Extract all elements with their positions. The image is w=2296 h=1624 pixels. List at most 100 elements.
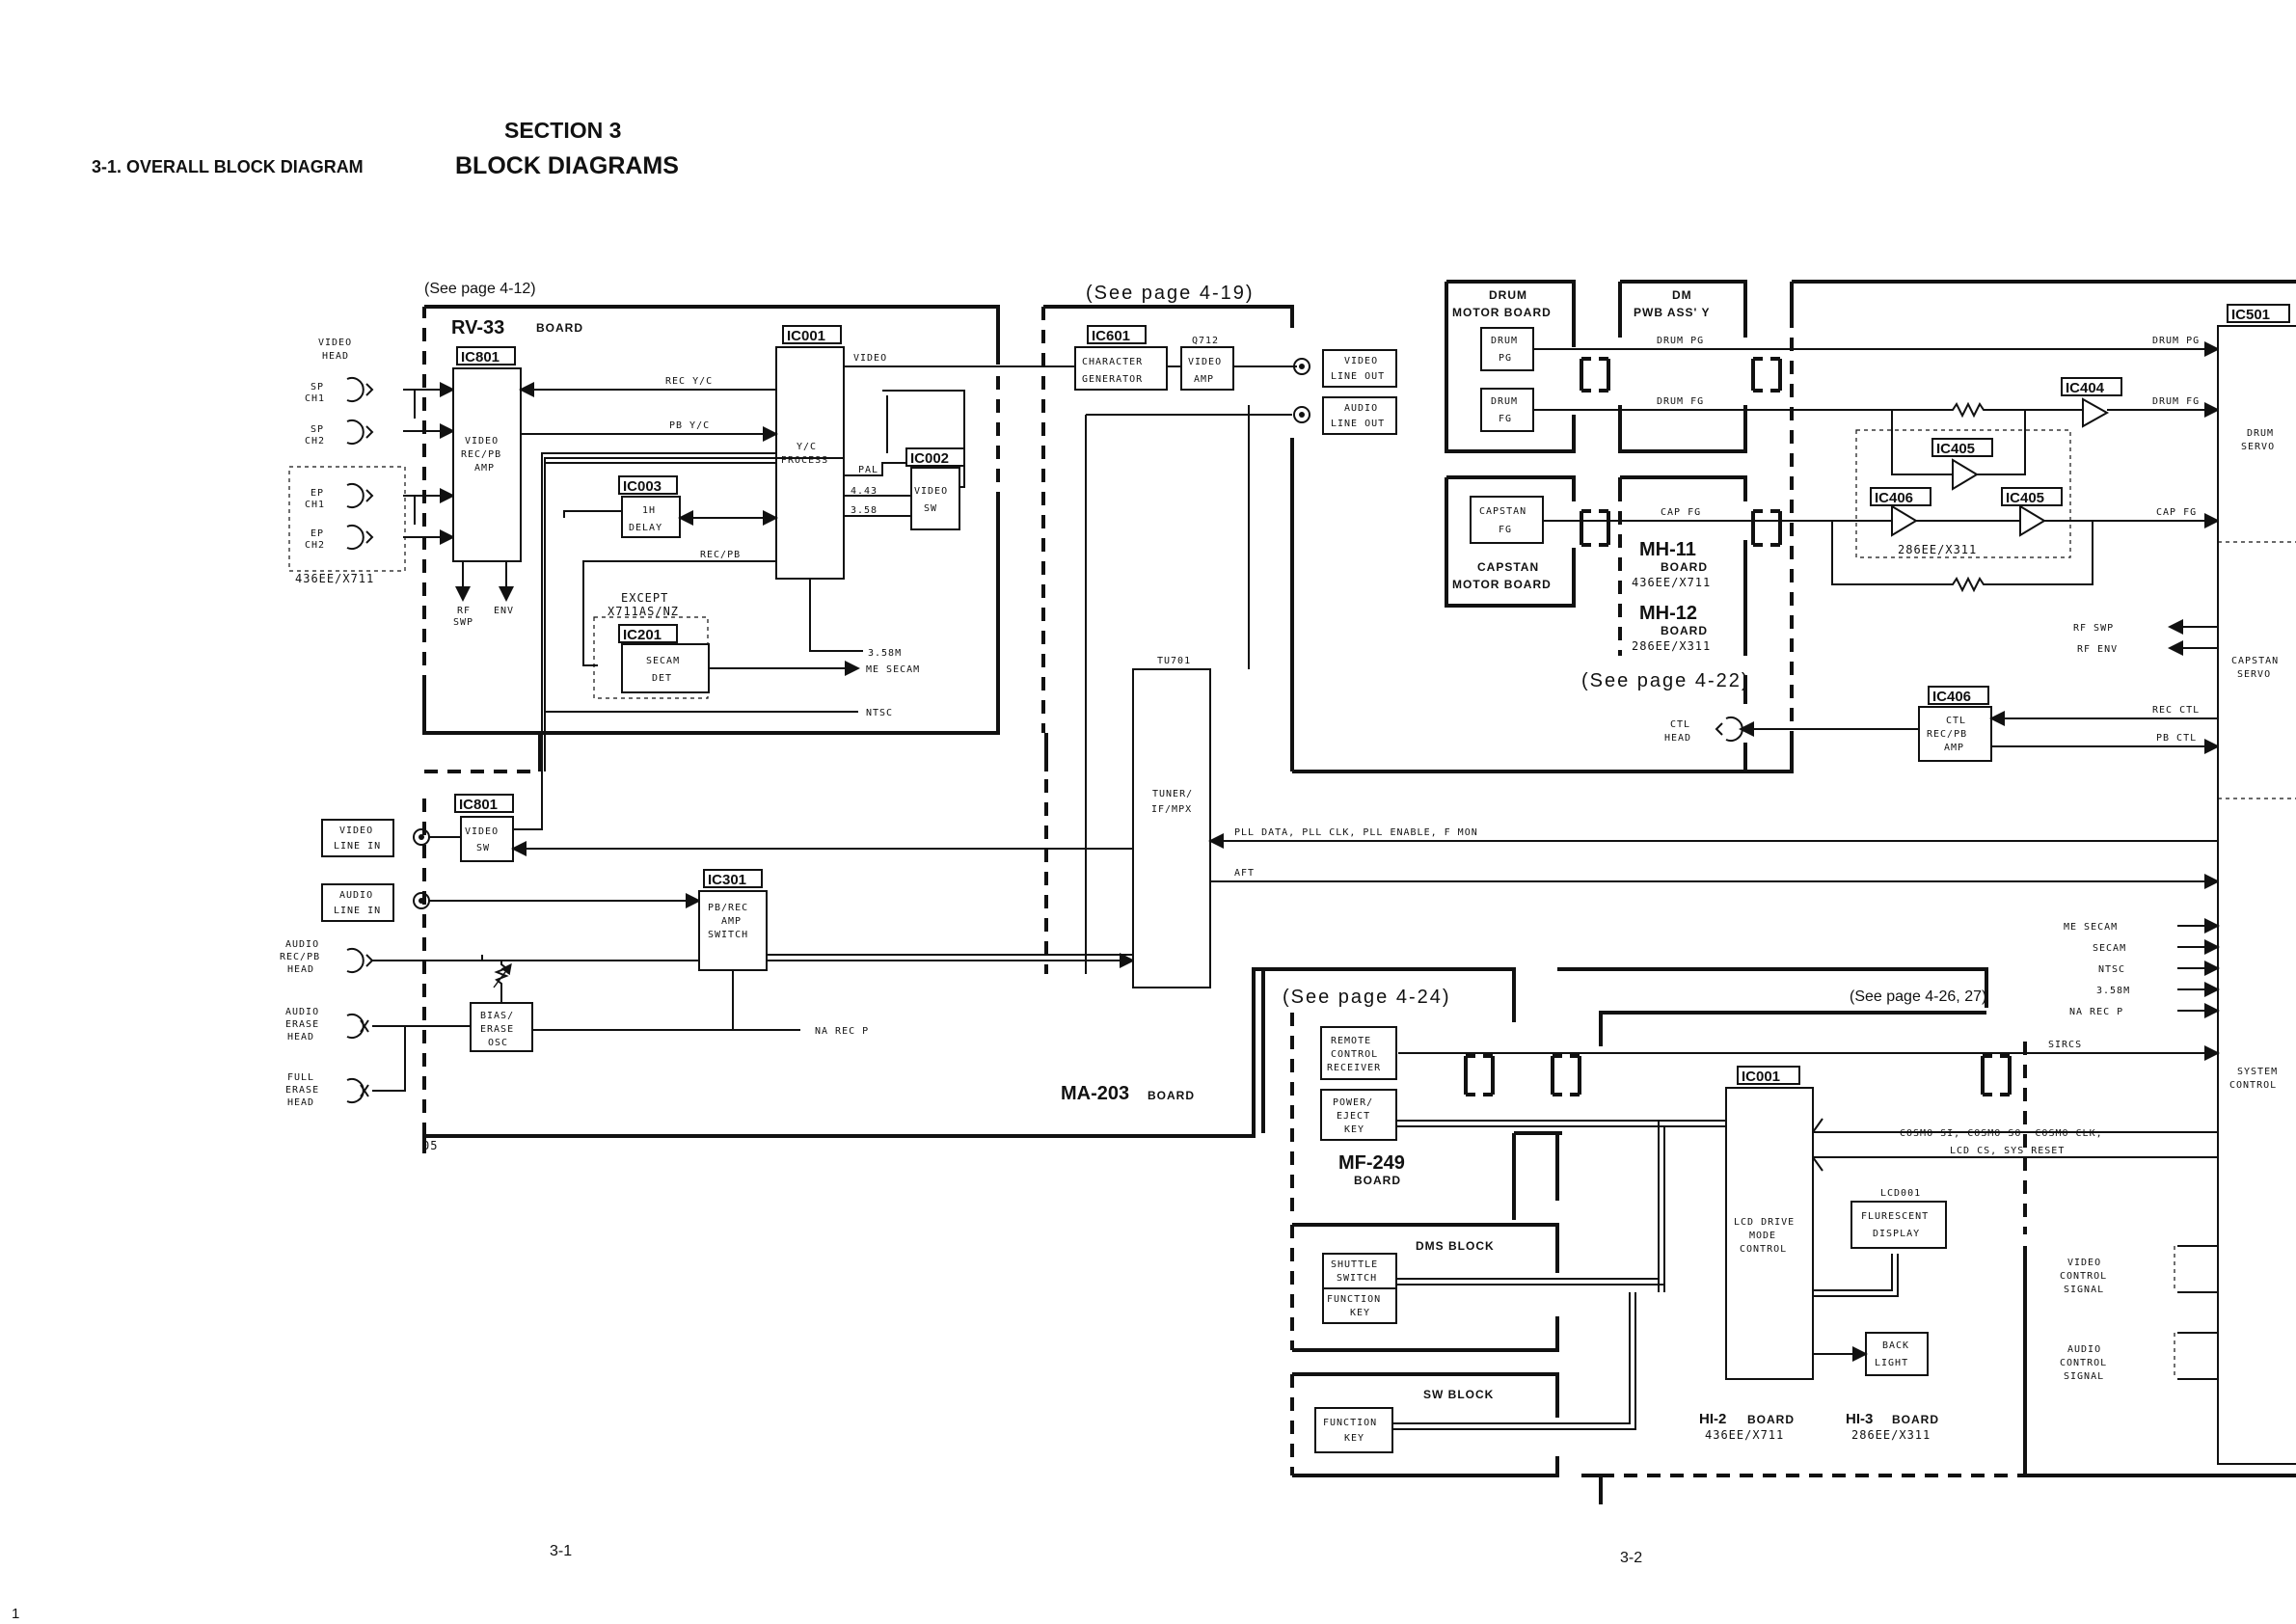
hi2-suffix: BOARD <box>1747 1413 1795 1426</box>
fluorescent-block <box>1850 1201 1947 1249</box>
drum-fg-block <box>1480 388 1534 432</box>
ma203-board-suffix: BOARD <box>1148 1089 1195 1102</box>
ic601-text-1: CHARACTER <box>1082 357 1143 367</box>
rec-yc-signal: REC Y/C <box>665 376 713 387</box>
ctl-head-icon <box>1715 717 1743 742</box>
rec-pb-signal: REC/PB <box>700 550 741 560</box>
drum-pg-1: DRUM <box>1491 336 1518 346</box>
power-eject-1: POWER/ <box>1333 1097 1373 1108</box>
video-line-in-1: VIDEO <box>339 826 373 836</box>
p422-ref: (See page 4-22) <box>1581 670 1750 691</box>
me-secam-signal: ME SECAM <box>866 664 920 675</box>
ic801a-label: IC801 <box>461 349 500 365</box>
full-erase-2: ERASE <box>285 1085 319 1096</box>
m358-right-signal: 3.58M <box>2096 986 2130 996</box>
ic406b-text-2: REC/PB <box>1927 729 1967 740</box>
drum-pg-block <box>1480 327 1534 371</box>
video-head-label-1: VIDEO <box>318 338 352 348</box>
video-line-out-1: VIDEO <box>1344 356 1378 366</box>
ic001b-label: IC001 <box>1742 1069 1780 1085</box>
ntsc-right-signal: NTSC <box>2098 964 2125 975</box>
cap-fg-signal-right: CAP FG <box>2156 507 2197 518</box>
ic406b-text-3: AMP <box>1944 743 1964 753</box>
ctl-head-2: HEAD <box>1664 733 1691 744</box>
mh12-model: 286EE/X311 <box>1632 639 1711 653</box>
yc-signals: REC Y/C PB Y/C VIDEO PAL 4.43 3.58 REC/P… <box>519 353 998 771</box>
function-key2-block <box>1314 1407 1393 1453</box>
na-rec-right-signal: NA REC P <box>2069 1007 2123 1017</box>
drum-motor-2: MOTOR BOARD <box>1452 306 1552 319</box>
pb-ctl-signal: PB CTL <box>2156 733 2197 744</box>
ic001-text-1: Y/C <box>797 442 817 452</box>
audio-control-1: AUDIO <box>2067 1344 2101 1355</box>
rf-swp-label-2: SWP <box>453 617 473 628</box>
audio-control-2: CONTROL <box>2060 1358 2107 1368</box>
mh11-model: 436EE/X711 <box>1632 576 1711 589</box>
ic001-block <box>775 346 845 580</box>
ma203-code: 05 <box>422 1139 438 1152</box>
ic501-board: IC501 DRUM SERVO CAPSTAN SERVO SYSTEM CO… <box>1398 280 2296 1477</box>
dm-pwb-1: DM <box>1672 288 1692 302</box>
ic501-label: IC501 <box>2231 307 2270 323</box>
full-erase-1: FULL <box>287 1072 314 1083</box>
audio-line-in-box <box>321 883 394 922</box>
mh12-name: MH-12 <box>1639 603 1697 624</box>
drum-servo-1: DRUM <box>2247 428 2274 439</box>
f358-signal: 3.58 <box>851 505 878 516</box>
mf249-section: (See page 4-24) (See page 4-26, 27) REMO… <box>1256 967 2012 1292</box>
audio-rec-pb-2: REC/PB <box>280 952 320 962</box>
amp-dashed-frame <box>1855 429 2071 558</box>
bias-osc-text-1: BIAS/ <box>480 1011 514 1021</box>
audio-line-out-box <box>1322 396 1397 435</box>
sp-ch2-head-icon <box>346 420 374 445</box>
audio-erase-3: HEAD <box>287 1032 314 1042</box>
ic405a-label: IC405 <box>1936 441 1975 457</box>
video-line-in-2: LINE IN <box>334 841 381 852</box>
sp-ch1-label-1: SP <box>311 382 324 392</box>
sircs-signal: SIRCS <box>2048 1040 2082 1050</box>
video-control-2: CONTROL <box>2060 1271 2107 1282</box>
sp-ch2-label-2: CH2 <box>305 436 325 447</box>
tu701-tuner: TU701 TUNER/ IF/MPX PLL DATA, PLL CLK, P… <box>767 405 2220 988</box>
back-light-1: BACK <box>1882 1340 1909 1351</box>
audio-line-out-2: LINE OUT <box>1331 419 1385 429</box>
ic003-text-2: DELAY <box>629 523 662 533</box>
ic201-text-2: DET <box>652 673 672 684</box>
ic201-secam-det: EXCEPT X711AS/NZ IC201 SECAM DET <box>593 591 710 699</box>
ic201-block <box>621 643 710 693</box>
ic002-text-2: SW <box>924 503 937 514</box>
function-key2-2: KEY <box>1344 1433 1364 1444</box>
ep-ch1-label-1: EP <box>311 488 324 499</box>
tuner-text-2: IF/MPX <box>1151 804 1192 815</box>
page-title: BLOCK DIAGRAMS <box>455 152 679 179</box>
cosmo-signal: COSMO SI, COSMO SO, COSMO CLK, <box>1900 1128 2103 1139</box>
ic301-block <box>698 890 768 971</box>
fluorescent-1: FLURESCENT <box>1861 1211 1929 1222</box>
na-rec-p-signal: NA REC P <box>815 1026 869 1037</box>
except-label-1: EXCEPT <box>621 591 668 605</box>
bias-osc-text-2: ERASE <box>480 1024 514 1035</box>
sw-block-name: SW BLOCK <box>1423 1388 1494 1401</box>
bias-osc-text-3: OSC <box>488 1038 508 1048</box>
drum-pg-signal-mid: DRUM PG <box>1657 336 1704 346</box>
m358-signal: 3.58M <box>868 648 902 659</box>
remote-text-2: CONTROL <box>1331 1049 1378 1060</box>
secam-right-signal: SECAM <box>2093 943 2126 954</box>
p419-board: (See page 4-19) IC601 CHARACTER GENERATO… <box>998 283 1794 773</box>
ic001-label: IC001 <box>787 328 825 344</box>
rec-ctl-signal: REC CTL <box>2152 705 2200 716</box>
aft-signal: AFT <box>1234 868 1255 879</box>
audio-rec-pb-head-icon <box>346 948 374 973</box>
ic406a-label: IC406 <box>1875 490 1913 506</box>
pll-signal: PLL DATA, PLL CLK, PLL ENABLE, F MON <box>1234 827 1478 838</box>
ic406b-text-1: CTL <box>1946 716 1966 726</box>
p424-ref: (See page 4-24) <box>1283 987 1451 1008</box>
drum-pg-2: PG <box>1499 353 1512 364</box>
full-erase-3: HEAD <box>287 1097 314 1108</box>
ic001-yc-process: IC001 Y/C PROCESS <box>775 325 845 580</box>
ic301-amp-switch: IC301 PB/REC AMP SWITCH NA REC P <box>698 869 1135 1037</box>
subsection-title: 3-1. OVERALL BLOCK DIAGRAM <box>92 157 364 176</box>
power-eject-3: KEY <box>1344 1124 1364 1135</box>
capstan-servo-2: SERVO <box>2237 669 2271 680</box>
